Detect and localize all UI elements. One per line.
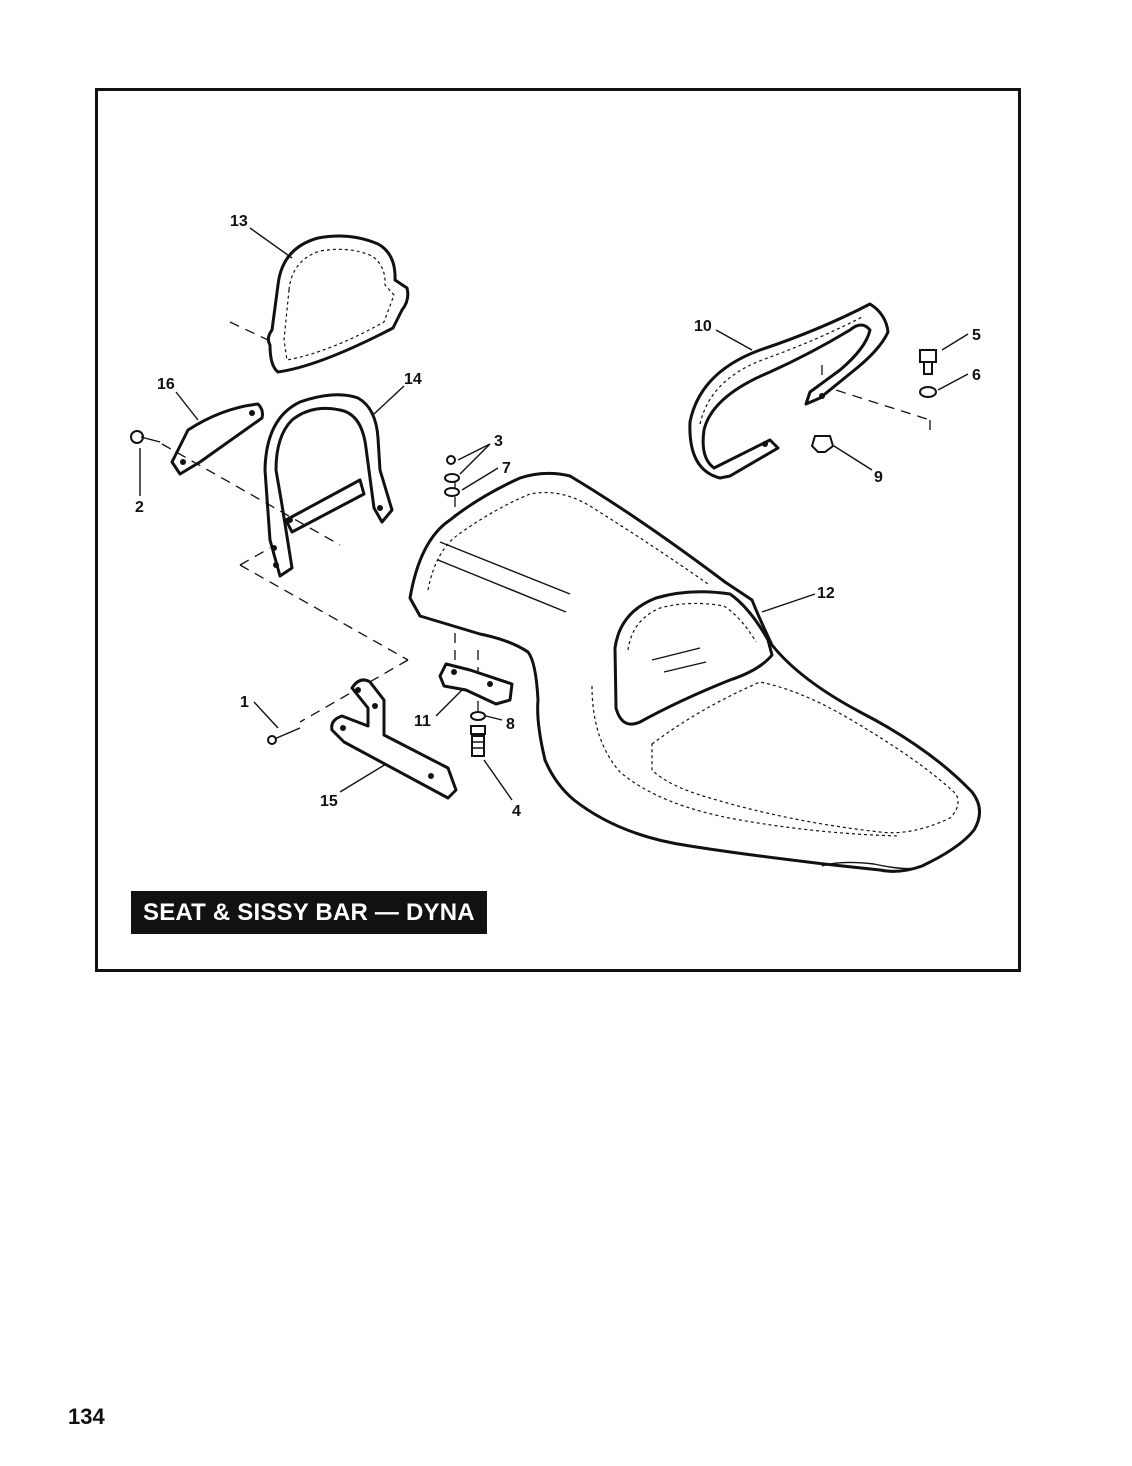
diagram-frame: [95, 88, 1021, 972]
callout-13: 13: [230, 213, 248, 230]
washer-bolt-8-4: [470, 711, 486, 757]
callout-14: 14: [404, 371, 422, 388]
callout-labels: 13 14 16 2 3 7 8 4 11 12 10 5 6 9 1 15: [135, 213, 981, 820]
sissy-bar-upright: [263, 393, 394, 578]
callout-3: 3: [494, 433, 503, 450]
leader-lines: [139, 227, 969, 801]
nut-9: [810, 435, 835, 453]
screw-1: [267, 727, 301, 745]
bracket-15: [330, 678, 458, 800]
bolt-washer-5-6: [919, 349, 937, 398]
callout-6: 6: [972, 367, 981, 384]
seat-bracket-11: [438, 662, 514, 706]
diagram-title: SEAT & SISSY BAR — DYNA: [131, 891, 487, 934]
callout-10: 10: [694, 318, 712, 335]
callout-15: 15: [320, 793, 338, 810]
sissy-bar-plate: [170, 402, 264, 476]
callout-9: 9: [874, 469, 883, 486]
callout-12: 12: [817, 585, 835, 602]
seat-12: [408, 471, 981, 873]
callout-7: 7: [502, 460, 511, 477]
page-number: 134: [68, 1404, 105, 1429]
callout-11: 11: [414, 713, 431, 730]
callout-5: 5: [972, 327, 981, 344]
screw-washer-3-7: [444, 455, 460, 497]
screw-2: [130, 430, 341, 546]
backrest-pad: [229, 234, 410, 374]
luggage-rack-10: [688, 302, 890, 480]
callout-2: 2: [135, 499, 144, 516]
callout-8: 8: [506, 716, 515, 733]
callout-1: 1: [240, 694, 249, 711]
callout-16: 16: [157, 376, 175, 393]
callout-4: 4: [512, 803, 521, 820]
